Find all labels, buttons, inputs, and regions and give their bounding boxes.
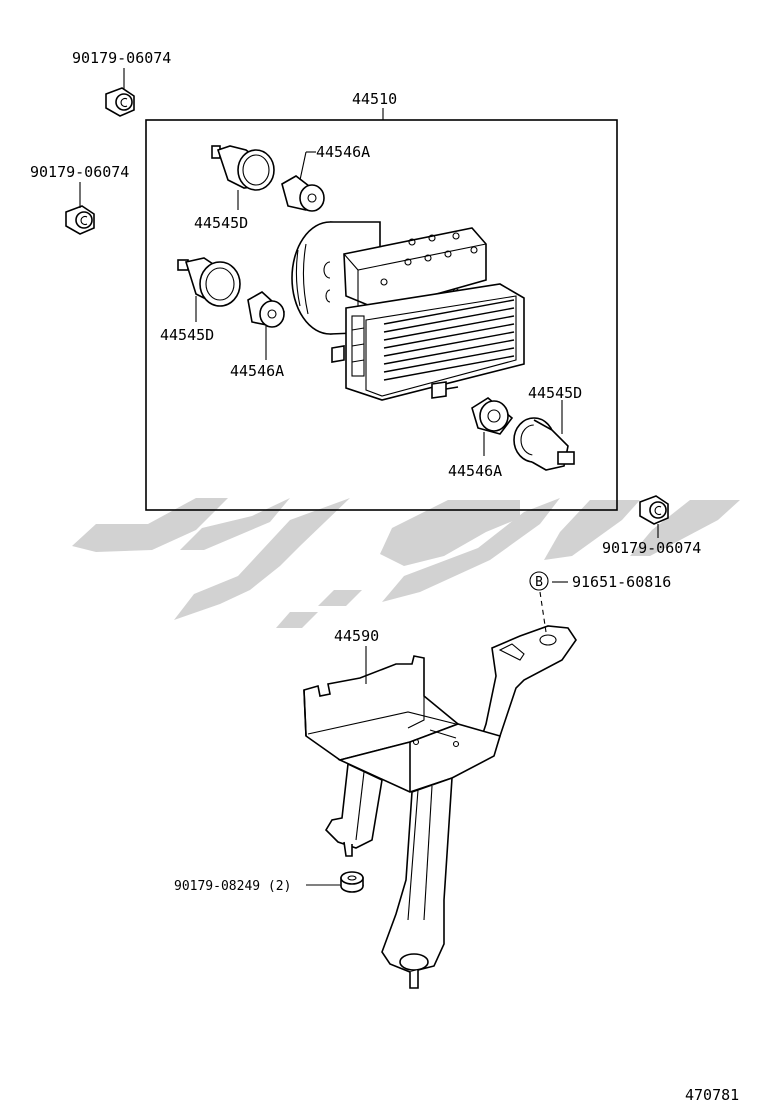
label-cushion-a-top: 44546A [316, 143, 370, 161]
abs-actuator-unit [291, 221, 525, 401]
label-cushion-a-lower: 44546A [448, 462, 502, 480]
clip-top-left-icon [105, 87, 135, 117]
label-clip-top-left: 90179-06074 [72, 49, 171, 67]
label-clip-mid-left: 90179-06074 [30, 163, 129, 181]
nut-icon [340, 871, 364, 893]
label-cushion-d-middle: 44545D [160, 326, 214, 344]
label-cushion-d-lower: 44545D [528, 384, 582, 402]
illustration-id: 470781 [685, 1086, 739, 1104]
label-actuator-assy: 44510 [352, 90, 397, 108]
label-cushion-d-top: 44545D [194, 214, 248, 232]
cushion-44546a-middle [247, 291, 286, 328]
label-nut: 90179-08249 (2) [174, 879, 291, 894]
bracket-44590 [303, 625, 577, 989]
cushion-44546a-top [281, 175, 325, 212]
cushion-44545d-middle [177, 257, 241, 307]
leader-lines [79, 68, 659, 886]
clip-mid-left-icon [65, 205, 95, 235]
clip-right-icon [639, 495, 669, 525]
label-bracket: 44590 [334, 627, 379, 645]
cushion-44545d-top [211, 145, 275, 191]
bolt-marker-b-text: B [535, 575, 543, 590]
bolt-marker-b: B [529, 571, 549, 591]
label-clip-right: 90179-06074 [602, 539, 701, 557]
label-cushion-a-middle: 44546A [230, 362, 284, 380]
cushion-44546a-lower [471, 397, 514, 435]
watermark-logo [72, 498, 740, 628]
label-bolt-b: 91651-60816 [572, 573, 671, 591]
cushion-44545d-lower [513, 417, 575, 471]
assembly-frame [145, 108, 618, 511]
